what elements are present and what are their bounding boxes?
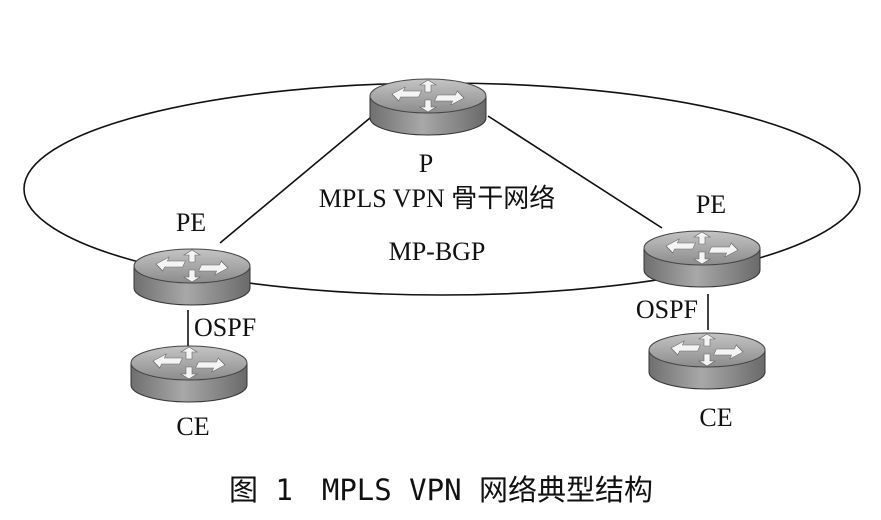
label-pe-right: PE	[696, 190, 726, 219]
router-ce-right-icon	[648, 332, 766, 390]
figure-caption: 图 1 MPLS VPN 网络典型结构	[229, 473, 653, 507]
label-p: P	[419, 149, 433, 178]
label-ospf-right: OSPF	[636, 295, 698, 324]
label-protocol: MP-BGP	[389, 237, 486, 266]
label-ospf-left: OSPF	[194, 313, 256, 342]
router-p-icon	[369, 78, 487, 136]
label-ce-right: CE	[699, 403, 732, 432]
link-p-pe-left	[219, 117, 371, 244]
label-pe-left: PE	[176, 208, 206, 237]
router-ce-left-icon	[130, 345, 248, 403]
router-pe-left-icon	[133, 248, 251, 306]
link-p-pe-right	[487, 115, 663, 229]
label-ce-left: CE	[176, 412, 209, 441]
label-backbone: MPLS VPN 骨干网络	[319, 184, 555, 213]
router-pe-right-icon	[643, 230, 761, 288]
